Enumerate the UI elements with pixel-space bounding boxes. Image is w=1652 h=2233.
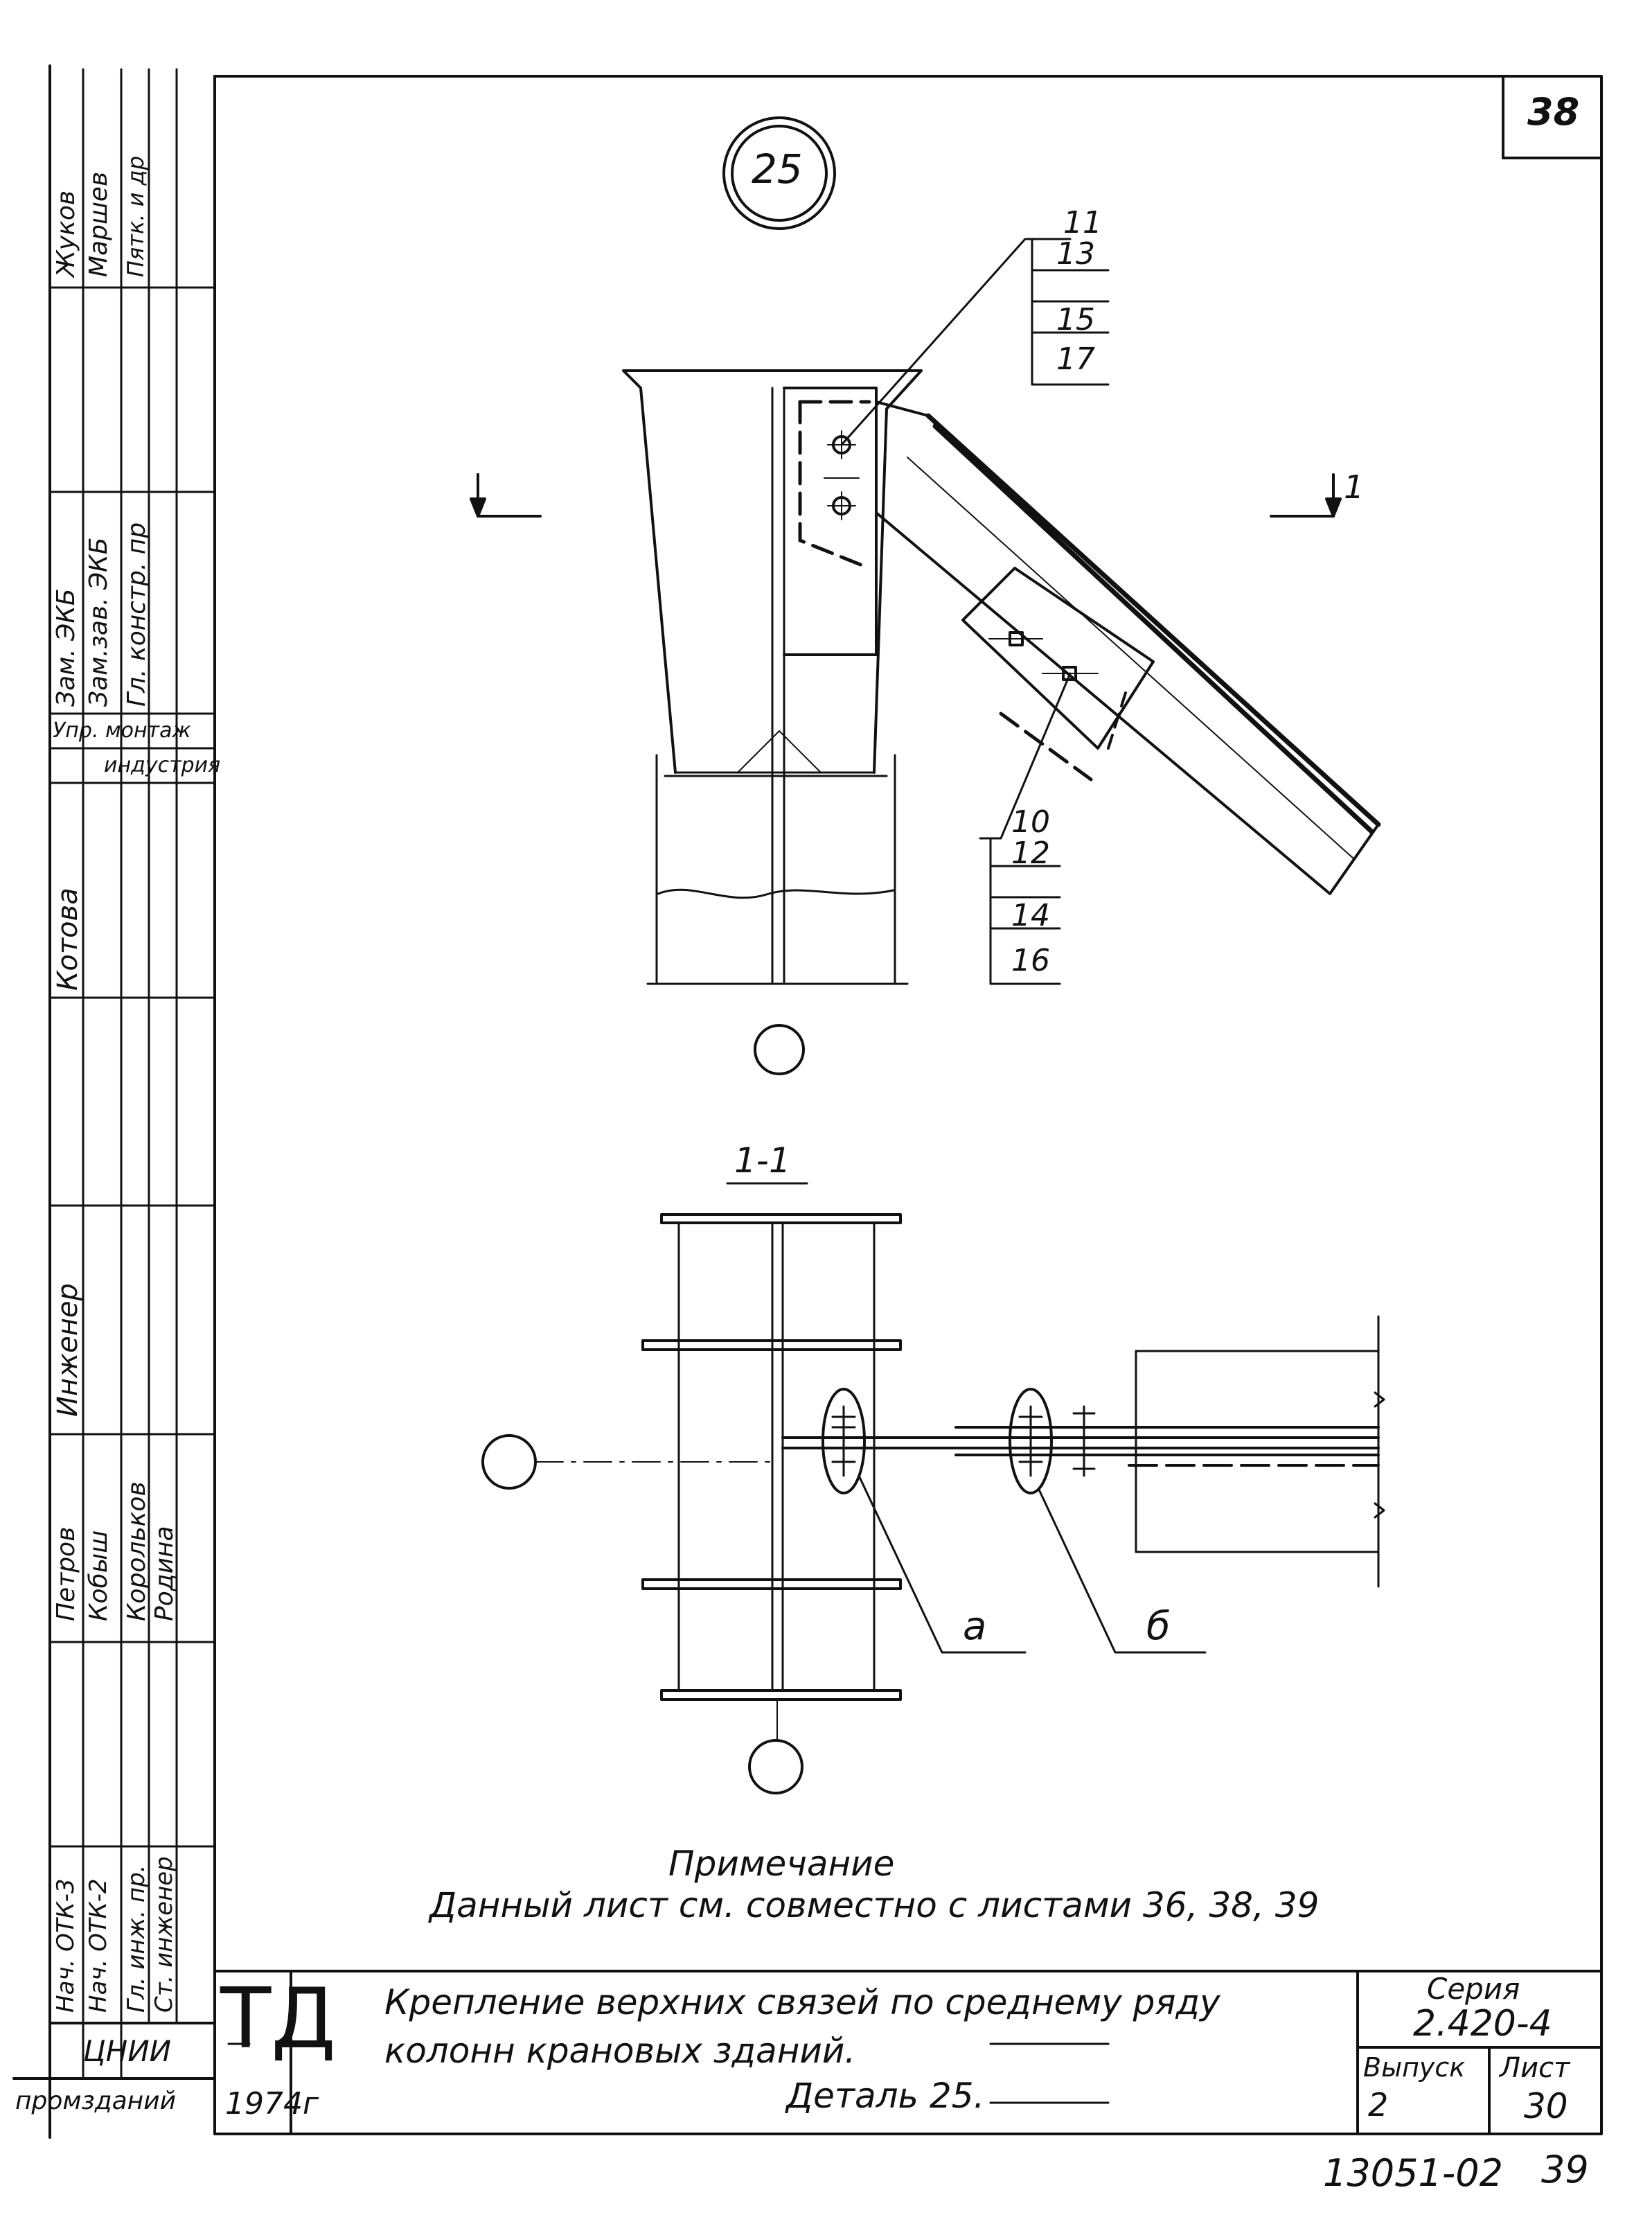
upper-name-2: Маршев [85, 171, 113, 277]
sig-role-1: Нач. ОТК-3 [52, 1878, 80, 2013]
upper-callout-1: 11 [1063, 205, 1102, 240]
weld-b-label: б [1146, 1604, 1171, 1649]
organization: ЦНИИ [83, 2034, 172, 2068]
section-marker: 1 [1344, 468, 1365, 506]
issue-value: 2 [1368, 2086, 1389, 2124]
title-block-logo: ТД [220, 1971, 337, 2067]
corner-sheet-number: 38 [1527, 90, 1580, 134]
sheet-label: Лист [1500, 2052, 1570, 2084]
note-text: Данный лист см. совместно с листами 36, … [429, 1885, 1320, 1925]
sig-name-2: Кобыш [85, 1530, 113, 1621]
upper-callout-4: 17 [1056, 342, 1095, 377]
upper-name-1: Жуков [52, 190, 80, 277]
signature-strip [48, 64, 216, 2139]
weld-a-label: а [963, 1604, 987, 1649]
upper-callout-3: 15 [1056, 302, 1095, 337]
weld-a-leader [858, 1474, 1027, 1654]
title-block-frame [213, 1970, 1603, 2135]
series-value: 2.420-4 [1413, 2003, 1552, 2045]
inner-name: Котова [52, 888, 84, 991]
bottom-code: 13051-02 [1323, 2151, 1503, 2195]
upper-callout-leader [840, 238, 1072, 446]
inner-role: Инженер [52, 1283, 84, 1417]
note-heading: Примечание [668, 1844, 895, 1884]
title-block-title-line2: колонн крановых зданий. [384, 2031, 856, 2071]
sig-name-3: Корольков [123, 1481, 151, 1621]
weld-b-leader [1038, 1488, 1207, 1654]
sig-role-4: Ст. инженер [150, 1856, 178, 2013]
bottom-page: 39 [1541, 2148, 1589, 2191]
lower-callout-1: 10 [1011, 804, 1050, 840]
sig-role-2: Нач. ОТК-2 [85, 1878, 112, 2013]
upper-callout-2: 13 [1056, 236, 1095, 272]
sheet-value: 30 [1524, 2086, 1568, 2126]
lower-callout-leader [979, 672, 1072, 840]
lower-callout-4: 16 [1011, 943, 1050, 978]
title-block-title-line3: Деталь 25. [786, 2076, 985, 2116]
dept-left: Упр. монтаж [53, 718, 191, 743]
section-view [481, 1182, 1385, 1794]
upper-role-2: Зам.зав. ЭКБ [85, 537, 113, 707]
issue-label: Выпуск [1363, 2052, 1466, 2083]
lower-callout-2: 12 [1011, 836, 1050, 871]
lower-callout-3: 14 [1011, 898, 1050, 933]
series-label: Серия [1427, 1972, 1520, 2006]
upper-role-1: Зам. ЭКБ [52, 588, 80, 707]
detail-view [470, 116, 1381, 1075]
sig-name-4: Родина [150, 1526, 179, 1621]
upper-role-3: Гл. констр. пр [123, 522, 151, 707]
organization-sub: промзданий [15, 2087, 176, 2115]
year: 1974г [225, 2086, 319, 2121]
corner-box [1502, 75, 1603, 159]
title-block-title-line1: Крепление верхних связей по среднему ряд… [384, 1982, 1220, 2022]
detail-marker: 25 [752, 145, 803, 193]
sig-role-3: Гл. инж. пр. [123, 1864, 150, 2013]
section-title: 1-1 [734, 1140, 791, 1181]
upper-name-3: Пятк. и др [123, 155, 149, 277]
dept-right: индустрия [104, 753, 221, 777]
sig-name-1: Петров [52, 1526, 80, 1621]
